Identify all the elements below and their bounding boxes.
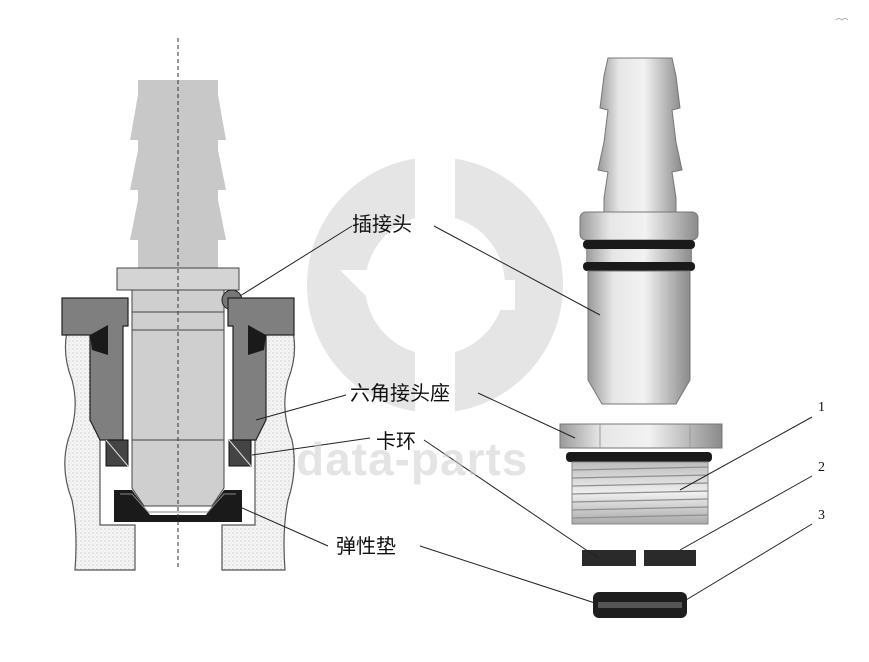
exploded-plug-body <box>587 270 691 405</box>
leader-lines <box>239 225 813 605</box>
part-number-2: 2 <box>818 460 825 475</box>
exploded-oring-2 <box>583 262 695 271</box>
label-elastic-gasket: 弹性垫 <box>336 534 396 558</box>
seat-seal-left <box>90 325 108 355</box>
logo-watermark <box>307 150 563 420</box>
exploded-barb <box>597 57 683 213</box>
part-number-3: 3 <box>818 508 825 523</box>
label-clip-ring: 卡环 <box>376 429 416 453</box>
housing-right <box>221 319 296 571</box>
label-plug-connector: 插接头 <box>352 212 412 236</box>
label-hex-seat: 六角接头座 <box>350 381 450 405</box>
exploded-view <box>559 57 723 618</box>
part-number-1: 1 <box>818 400 825 415</box>
housing-left <box>64 319 136 571</box>
watermark-text: data-parts <box>296 433 529 485</box>
seat-seal-right <box>248 325 266 355</box>
exploded-hex <box>559 423 723 449</box>
section-view <box>61 38 296 571</box>
exploded-oring-1 <box>583 240 695 249</box>
corner-mark <box>835 18 849 21</box>
exploded-seat-seal <box>566 452 712 462</box>
exploded-collar <box>579 211 699 241</box>
gasket-section <box>114 490 242 522</box>
